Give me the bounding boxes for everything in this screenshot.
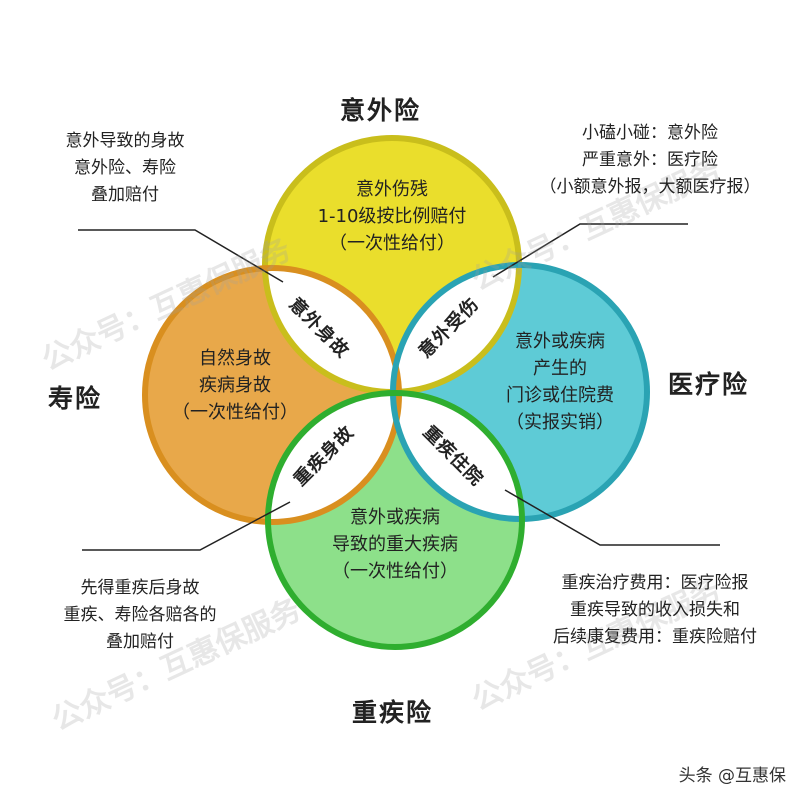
leader-line-top-right	[492, 223, 688, 278]
life-desc: 自然身故疾病身故（一次性给付）	[172, 348, 298, 423]
accident-title: 意外险	[340, 96, 422, 125]
medical-desc: 意外或疾病产生的门诊或住院费（实报实销）	[506, 331, 614, 433]
leader-line-bottom-right	[504, 489, 720, 546]
leader-line-top-left	[78, 229, 284, 283]
medical-title: 医疗险	[668, 370, 750, 399]
note-bottom-left: 先得重疾后身故重疾、寿险各赔各的叠加赔付	[63, 578, 217, 653]
lens-accident-life	[265, 268, 399, 392]
lens-medical-critical	[393, 393, 522, 519]
note-top-right: 小磕小碰：意外险严重意外：医疗险（小额意外报，大额医疗报）	[539, 123, 761, 198]
lens-accident-medical	[393, 265, 519, 392]
leader-line-bottom-left	[82, 501, 291, 551]
note-bottom-right: 重疾治疗费用：医疗险报重疾导致的收入损失和后续康复费用：重疾险赔付	[553, 573, 757, 648]
note-top-left: 意外导致的身故意外险、寿险叠加赔付	[65, 131, 185, 206]
footer-credit: 头条 @互惠保	[678, 766, 786, 786]
critical-desc: 意外或疾病导致的重大疾病（一次性给付）	[332, 507, 458, 582]
critical-title: 重疾险	[352, 698, 434, 727]
life-title: 寿险	[48, 384, 103, 413]
